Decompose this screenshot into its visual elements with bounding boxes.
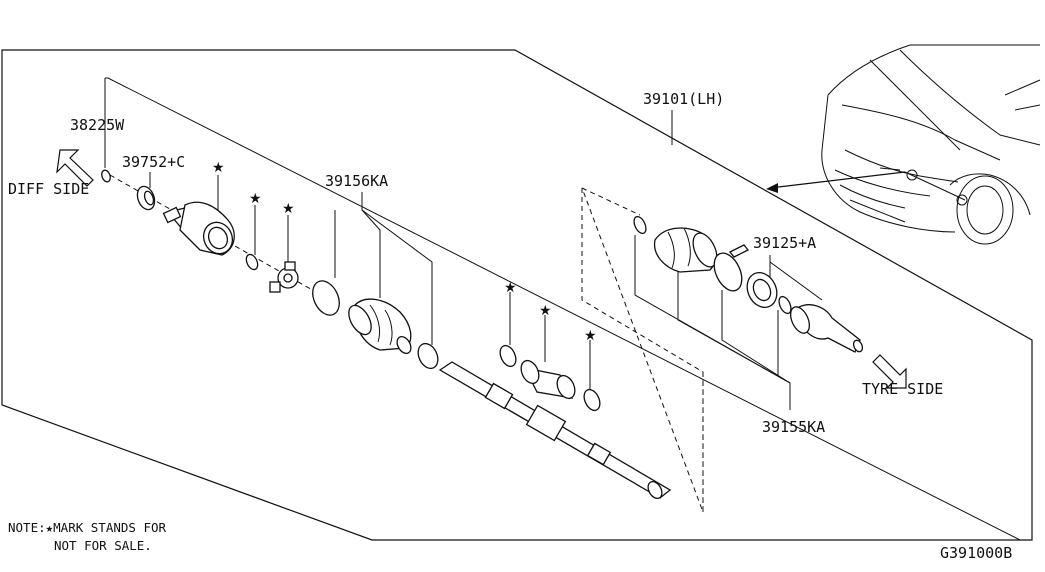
outer-band-large <box>713 252 743 292</box>
diff-side-arrow-icon <box>56 149 94 187</box>
inner-boot <box>348 298 412 355</box>
diagram-frame <box>1 49 1033 541</box>
band-ring-2 <box>583 388 601 412</box>
label-39125a: 39125+A <box>753 234 816 252</box>
boot-band-small <box>417 342 439 370</box>
diff-side-label: DIFF SIDE <box>8 180 89 198</box>
figure-code: G391000B <box>940 544 1012 562</box>
svg-text:★: ★ <box>212 160 225 176</box>
tyre-side-label: TYRE SIDE <box>862 380 943 398</box>
dynamic-damper <box>520 359 576 400</box>
spider-assembly <box>269 261 299 293</box>
svg-text:★: ★ <box>584 328 597 344</box>
drive-shaft <box>438 361 672 500</box>
band-clip <box>728 244 750 258</box>
svg-text:★: ★ <box>249 191 262 207</box>
outer-circlip <box>778 295 792 315</box>
svg-text:★: ★ <box>282 201 295 217</box>
outer-band-small <box>633 215 647 235</box>
outer-joint-cage <box>746 271 778 309</box>
label-39101lh: 39101(LH) <box>643 90 724 108</box>
circlip-38225w <box>101 169 111 183</box>
band-ring-1 <box>499 344 517 368</box>
label-39155ka: 39155KA <box>762 418 825 436</box>
vehicle-front-icon <box>821 44 1041 245</box>
outer-joint-housing <box>789 304 864 353</box>
svg-text:★: ★ <box>539 303 552 319</box>
note-line-2: NOT FOR SALE. <box>54 538 152 553</box>
label-38225w: 38225W <box>70 116 125 134</box>
label-39156ka: 39156KA <box>325 172 388 190</box>
assembly-boundary-line <box>105 77 1021 541</box>
location-pointer-arrow <box>766 171 906 193</box>
leader-lines <box>104 78 823 410</box>
label-39752c: 39752+C <box>122 153 185 171</box>
tyre-side-arrow-icon <box>872 354 907 389</box>
note-line-1: NOTE:★MARK STANDS FOR <box>8 520 167 535</box>
inner-joint-housing <box>162 201 235 256</box>
outer-boot <box>653 227 718 273</box>
boot-band-large <box>312 280 340 316</box>
oil-seal-39752c <box>136 185 156 211</box>
snap-ring-inner <box>245 253 259 271</box>
not-for-sale-star-icon: ★ ★ ★ ★ ★ ★ <box>212 160 597 344</box>
svg-text:★: ★ <box>504 280 517 296</box>
